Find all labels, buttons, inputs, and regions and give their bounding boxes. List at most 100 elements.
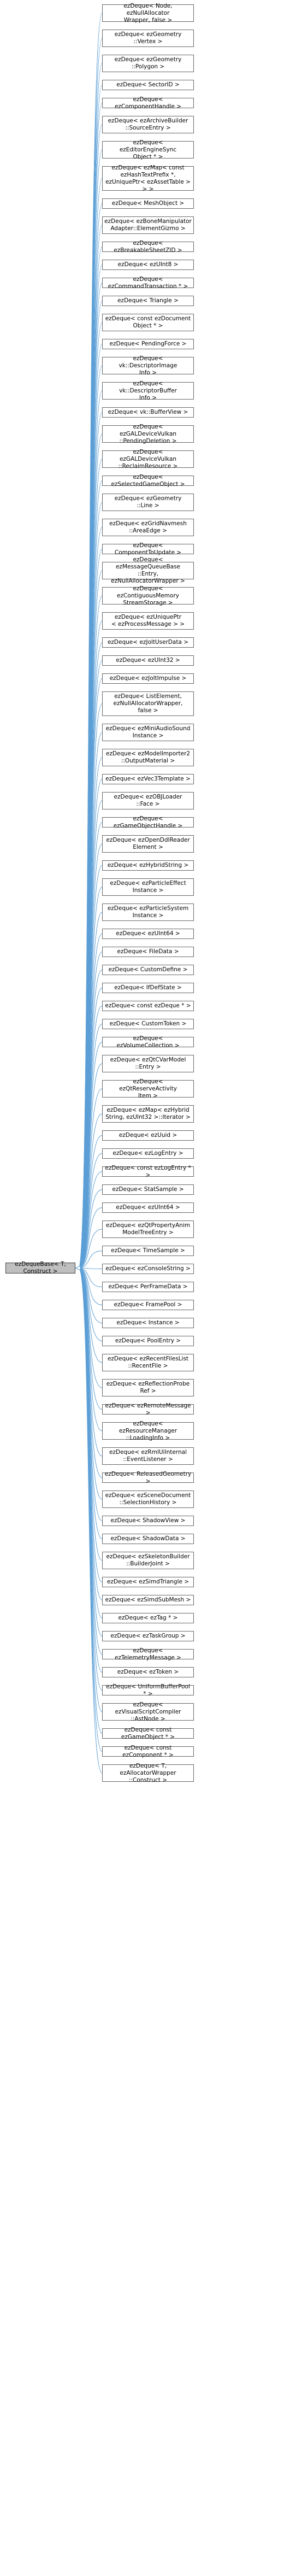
derived-class-node[interactable]: ezDeque< PendingForce > bbox=[102, 339, 194, 349]
derived-class-node[interactable]: ezDeque< CustomDefine > bbox=[102, 965, 194, 975]
derived-class-node[interactable]: ezDeque< ezUInt64 > bbox=[102, 1202, 194, 1213]
derived-class-node[interactable]: ezDeque< PerFrameData > bbox=[102, 1282, 194, 1292]
derived-class-node[interactable]: ezDeque< ezGeometry ::Vertex > bbox=[102, 30, 194, 47]
derived-class-node[interactable]: ezDeque< ListElement, ezNullAllocatorWra… bbox=[102, 691, 194, 716]
derived-class-node[interactable]: ezDeque< const ezComponent * > bbox=[102, 1745, 194, 1758]
derived-class-node[interactable]: ezDeque< vk::DescriptorImage Info > bbox=[102, 355, 194, 376]
derived-class-node[interactable]: ezDeque< const ezLogEntry * > bbox=[102, 1165, 194, 1178]
derived-class-node[interactable]: ezDeque< const ezDeque * > bbox=[102, 1001, 194, 1011]
derived-class-node[interactable]: ezDeque< Node, ezNullAllocator Wrapper, … bbox=[102, 3, 194, 24]
inheritance-edge bbox=[78, 1229, 103, 1269]
derived-class-node[interactable]: ezDeque< ezHybridString > bbox=[102, 860, 194, 871]
derived-class-node[interactable]: ezDeque< ezMiniAudioSound Instance > bbox=[102, 724, 194, 741]
derived-class-node[interactable]: ezDeque< FramePool > bbox=[102, 1300, 194, 1310]
derived-class-node[interactable]: ezDeque< PoolEntry > bbox=[102, 1336, 194, 1346]
derived-class-node[interactable]: ezDeque< ezUuid > bbox=[102, 1130, 194, 1141]
derived-class-node[interactable]: ezDeque< Triangle > bbox=[102, 296, 194, 306]
derived-class-node[interactable]: ezDeque< ezGameObjectHandle > bbox=[102, 815, 194, 829]
derived-class-node[interactable]: ezDeque< ezSelectedGameObject > bbox=[102, 474, 194, 488]
derived-class-node[interactable]: ezDeque< ezSceneDocument ::SelectionHist… bbox=[102, 1491, 194, 1508]
derived-class-node[interactable]: ezDeque< ComponentToUpdate > bbox=[102, 542, 194, 556]
derived-class-node[interactable]: ezDeque< ezMap< const ezHashTextPrefix *… bbox=[102, 165, 194, 192]
inheritance-edge bbox=[78, 1207, 103, 1269]
derived-class-node[interactable]: ezDeque< ShadowView > bbox=[102, 1516, 194, 1526]
derived-class-node[interactable]: ezDeque< ezSkeletonBuilder ::BuilderJoin… bbox=[102, 1552, 194, 1569]
derived-class-node[interactable]: ezDeque< UniformBufferPool * > bbox=[102, 1683, 194, 1697]
derived-class-node[interactable]: ezDeque< ezArchiveBuilder ::SourceEntry … bbox=[102, 116, 194, 133]
derived-class-node[interactable]: ezDeque< ezOBJLoader ::Face > bbox=[102, 792, 194, 809]
derived-class-node[interactable]: ezDeque< vk::DescriptorBuffer Info > bbox=[102, 380, 194, 401]
derived-class-node[interactable]: ezDeque< ezRemoteMessage > bbox=[102, 1403, 194, 1416]
derived-class-node[interactable]: ezDeque< ezComponentHandle > bbox=[102, 96, 194, 110]
derived-class-node[interactable]: ezDeque< ezUInt8 > bbox=[102, 260, 194, 270]
inheritance-edge bbox=[78, 1268, 103, 1341]
derived-class-node[interactable]: ezDeque< ezQtReserveActivity Item > bbox=[102, 1078, 194, 1099]
derived-class-node[interactable]: ezDeque< ezGALDeviceVulkan ::PendingDele… bbox=[102, 424, 194, 444]
derived-class-node[interactable]: ezDeque< CustomToken > bbox=[102, 1019, 194, 1029]
derived-class-node[interactable]: ezDeque< ezJoltUserData > bbox=[102, 637, 194, 648]
derived-class-node[interactable]: ezDeque< ezMap< ezHybrid String, ezUInt3… bbox=[102, 1105, 194, 1123]
derived-class-node[interactable]: ezDeque< ezTelemetryMessage > bbox=[102, 1647, 194, 1661]
derived-class-node[interactable]: ezDeque< ezModelImporter2 ::OutputMateri… bbox=[102, 749, 194, 766]
derived-class-node[interactable]: ezDeque< MeshObject > bbox=[102, 198, 194, 209]
inheritance-edge bbox=[78, 1113, 103, 1269]
derived-class-node[interactable]: ezDeque< ezCommandTransaction * > bbox=[102, 276, 194, 290]
derived-class-node[interactable]: ezDeque< ReleasedGeometry > bbox=[102, 1471, 194, 1484]
derived-class-node[interactable]: ezDeque< ezEditorEngineSync Object * > bbox=[102, 139, 194, 160]
derived-class-node[interactable]: ezDeque< Instance > bbox=[102, 1318, 194, 1328]
derived-class-node[interactable]: ezDeque< ezGALDeviceVulkan ::ReclaimReso… bbox=[102, 449, 194, 470]
derived-class-node[interactable]: ezDeque< ezRmlUiInternal ::EventListener… bbox=[102, 1447, 194, 1465]
derived-class-node[interactable]: ezDeque< ezGeometry ::Line > bbox=[102, 494, 194, 511]
derived-class-node[interactable]: ezDeque< ezVisualScriptCompiler ::AstNod… bbox=[102, 1701, 194, 1722]
derived-class-node[interactable]: ezDeque< ezSimdSubMesh > bbox=[102, 1595, 194, 1605]
derived-class-node[interactable]: ezDeque< ezBreakableSheetZID > bbox=[102, 240, 194, 254]
derived-class-node[interactable]: ezDeque< ezQtPropertyAnim ModelTreeEntry… bbox=[102, 1220, 194, 1238]
base-class-node[interactable]: ezDequeBase< T, Construct > bbox=[5, 1261, 75, 1275]
inheritance-edge bbox=[78, 1268, 103, 1287]
derived-class-node[interactable]: ezDeque< ezUInt64 > bbox=[102, 929, 194, 939]
inheritance-arrowhead bbox=[74, 1265, 81, 1271]
inheritance-edge bbox=[78, 1268, 103, 1269]
inheritance-edge bbox=[78, 1268, 103, 1388]
derived-class-node[interactable]: ezDeque< ezJoltImpulse > bbox=[102, 673, 194, 684]
derived-class-node[interactable]: ezDeque< IfDefState > bbox=[102, 983, 194, 993]
derived-class-node[interactable]: ezDeque< ezGridNavmesh ::AreaEdge > bbox=[102, 519, 194, 536]
derived-class-node[interactable]: ezDeque< ezRecentFilesList ::RecentFile … bbox=[102, 1354, 194, 1371]
derived-class-node[interactable]: ezDeque< ezParticleEffect Instance > bbox=[102, 878, 194, 896]
derived-class-node[interactable]: ezDeque< FileData > bbox=[102, 947, 194, 957]
inheritance-edge bbox=[78, 1135, 103, 1269]
derived-class-node[interactable]: ezDeque< SectorID > bbox=[102, 80, 194, 90]
inheritance-edge bbox=[78, 1268, 103, 1774]
derived-class-node[interactable]: ezDeque< ezSimdTriangle > bbox=[102, 1577, 194, 1587]
derived-class-node[interactable]: ezDeque< ezTag * > bbox=[102, 1613, 194, 1623]
derived-class-node[interactable]: ezDeque< ezResourceManager ::LoadingInfo… bbox=[102, 1421, 194, 1441]
derived-class-node[interactable]: ezDeque< StatSample > bbox=[102, 1184, 194, 1195]
derived-class-node[interactable]: ezDeque< ezReflectionProbe Ref > bbox=[102, 1379, 194, 1396]
derived-class-node[interactable]: ezDeque< const ezDocument Object * > bbox=[102, 314, 194, 331]
derived-class-node[interactable]: ezDeque< TimeSample > bbox=[102, 1246, 194, 1256]
derived-class-node[interactable]: ezDeque< ezToken > bbox=[102, 1667, 194, 1677]
derived-class-node[interactable]: ezDeque< const ezGameObject * > bbox=[102, 1727, 194, 1740]
derived-class-node[interactable]: ezDeque< ezGeometry ::Polygon > bbox=[102, 55, 194, 72]
derived-class-node[interactable]: ezDeque< ezLogEntry > bbox=[102, 1148, 194, 1159]
derived-class-node[interactable]: ezDeque< ezOpenDdlReader Element > bbox=[102, 835, 194, 853]
derived-class-node[interactable]: ezDeque< T, ezAllocatorWrapper ::Constru… bbox=[102, 1763, 194, 1783]
derived-class-node[interactable]: ezDeque< ezBoneManipulator Adapter::Elem… bbox=[102, 216, 194, 234]
derived-class-node[interactable]: ezDeque< ezQtCVarModel ::Entry > bbox=[102, 1055, 194, 1072]
derived-class-node[interactable]: ezDeque< ezVec3Template > bbox=[102, 774, 194, 784]
derived-class-node[interactable]: ezDeque< vk::BufferView > bbox=[102, 407, 194, 418]
derived-class-node[interactable]: ezDeque< ezTaskGroup > bbox=[102, 1631, 194, 1641]
inheritance-edge bbox=[78, 1171, 103, 1269]
inheritance-edge bbox=[78, 1088, 103, 1269]
derived-class-node[interactable]: ezDeque< ezMessageQueueBase ::Entry, ezN… bbox=[102, 556, 194, 584]
derived-class-node[interactable]: ezDeque< ezParticleSystem Instance > bbox=[102, 903, 194, 921]
derived-class-node[interactable]: ezDeque< ezContiguousMemory StreamStorag… bbox=[102, 585, 194, 606]
derived-class-node[interactable]: ezDeque< ezVolumeCollection > bbox=[102, 1035, 194, 1049]
inheritance-edge bbox=[78, 1189, 103, 1269]
derived-class-node[interactable]: ezDeque< ShadowData > bbox=[102, 1534, 194, 1544]
derived-class-node[interactable]: ezDeque< ezUInt32 > bbox=[102, 655, 194, 666]
derived-class-node[interactable]: ezDeque< ezUniquePtr < ezProcessMessage … bbox=[102, 612, 194, 630]
derived-class-node[interactable]: ezDeque< ezConsoleString > bbox=[102, 1264, 194, 1274]
